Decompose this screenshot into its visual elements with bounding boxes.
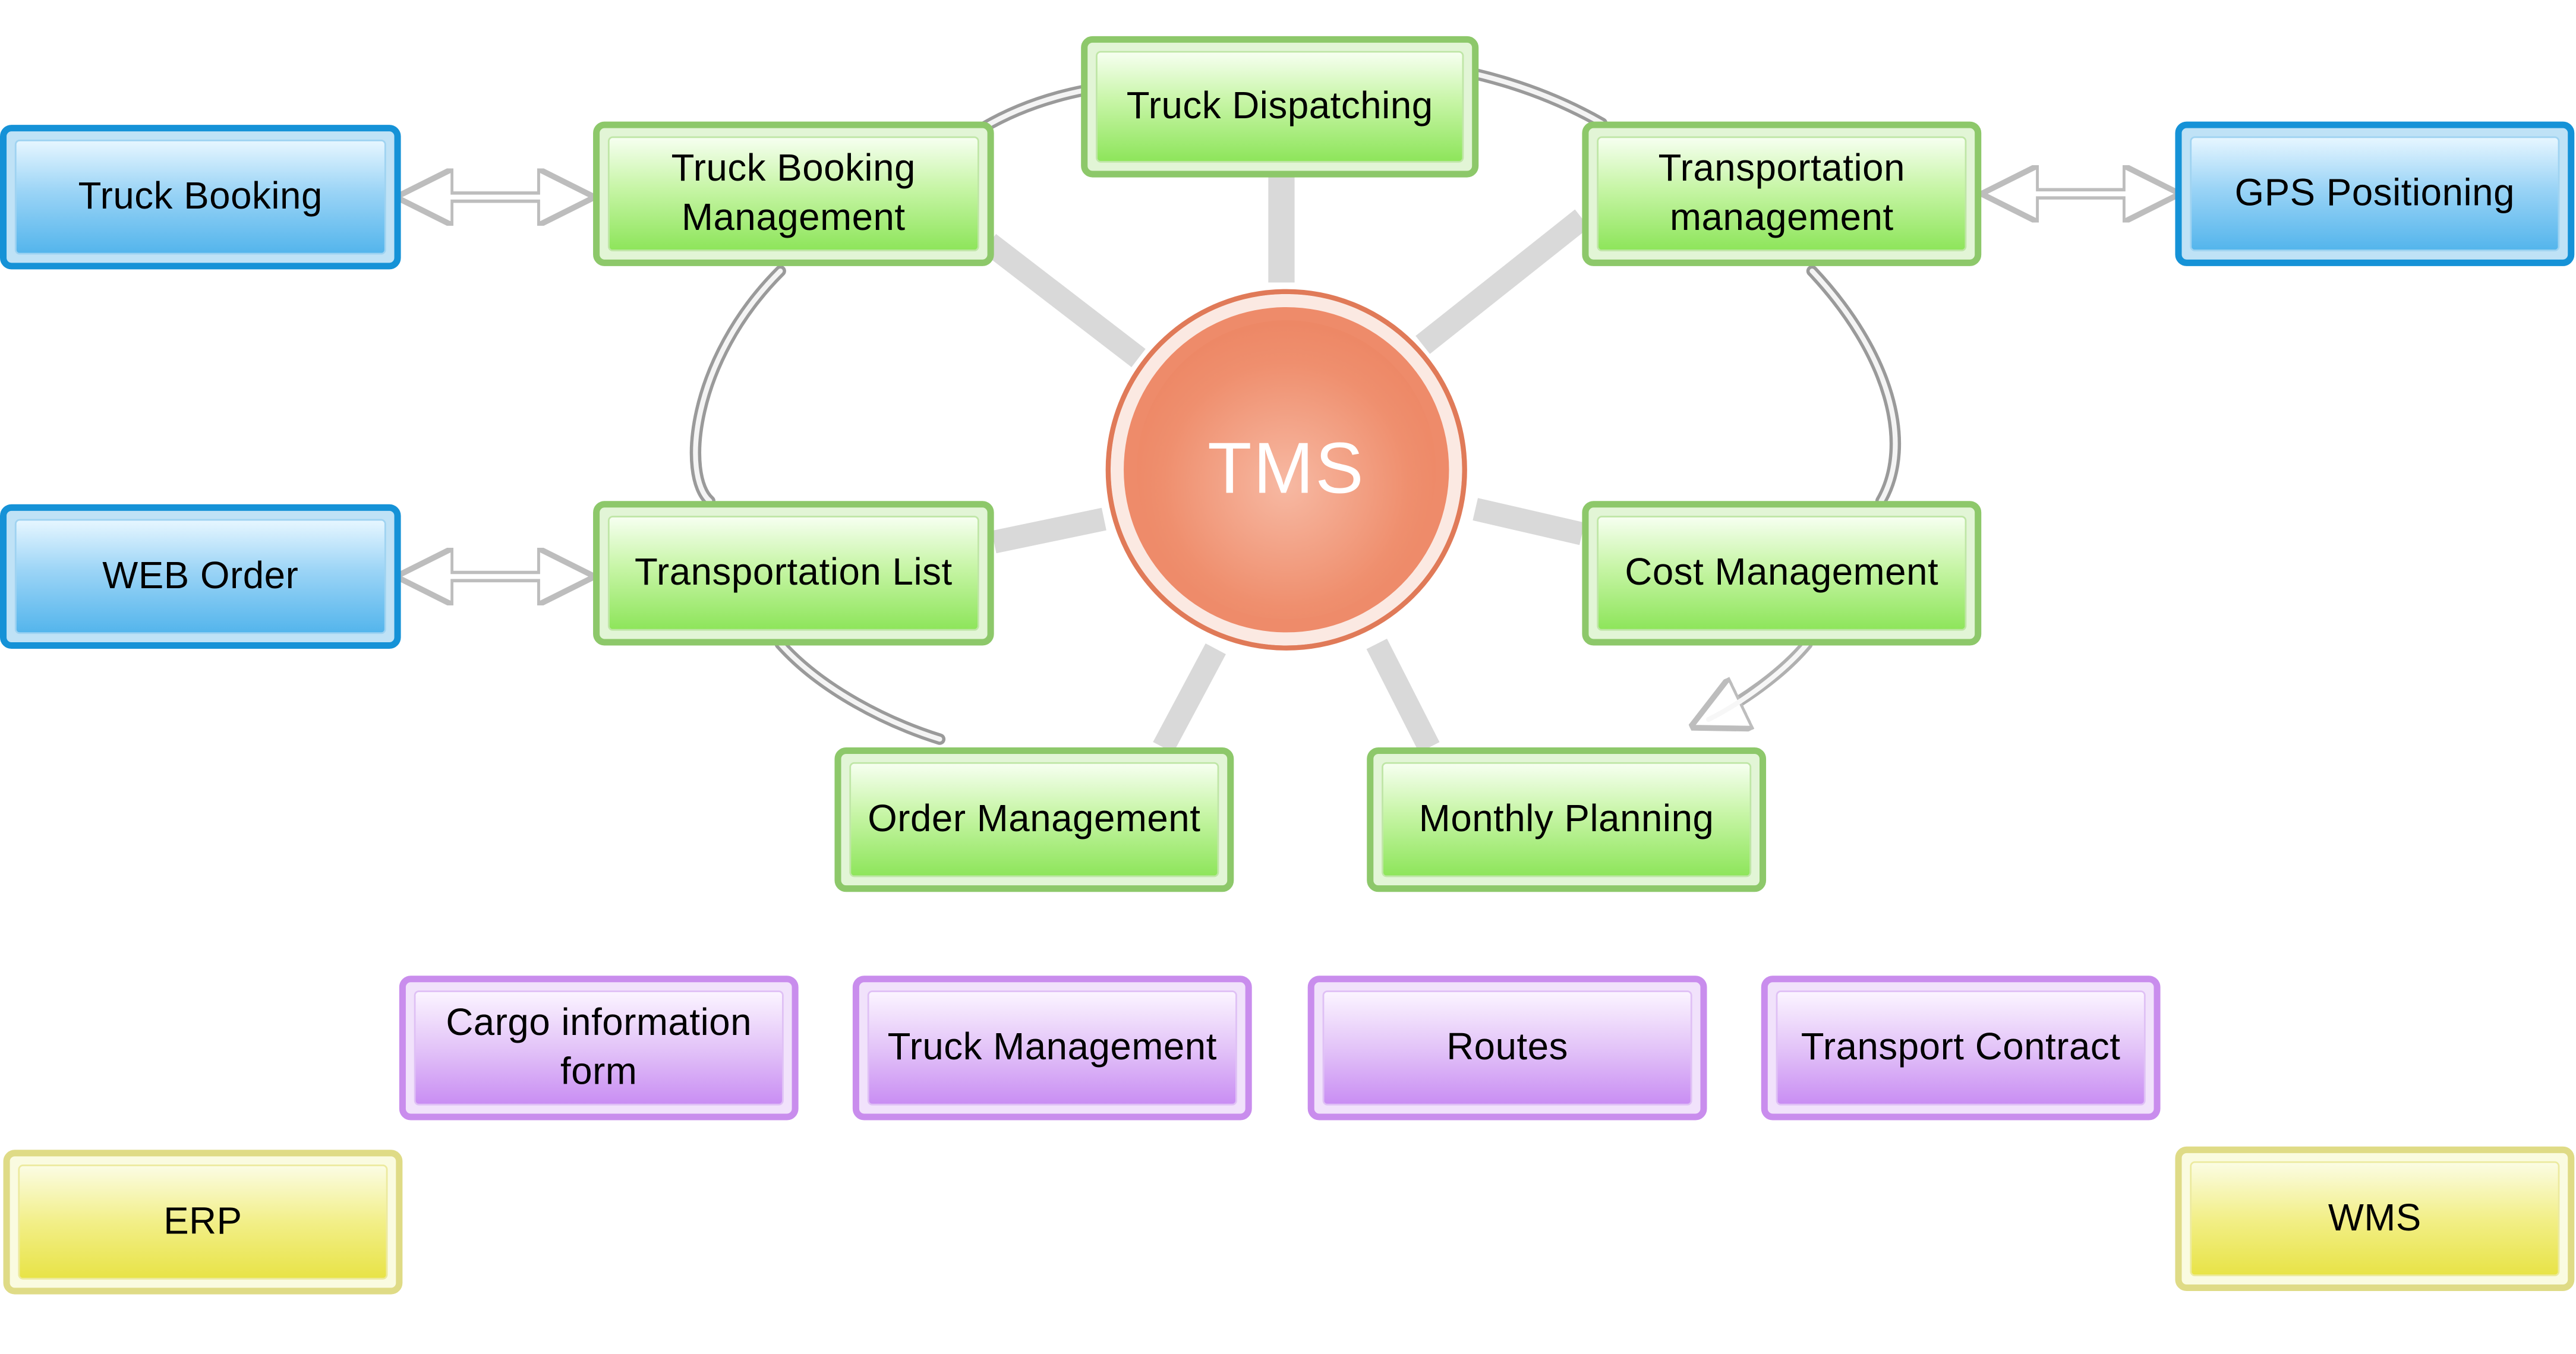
spoke-monthly-planning <box>1366 638 1440 753</box>
module-label: Transportation List <box>607 516 979 631</box>
tms-hub-core: TMS <box>1137 320 1436 620</box>
module-order-management: Order Management <box>834 747 1234 892</box>
external-label: Truck Booking <box>14 139 386 255</box>
module-truck-dispatching: Truck Dispatching <box>1081 36 1479 178</box>
base-data-label: Transport Contract <box>1776 990 2146 1106</box>
module-cost-management: Cost Management <box>1582 501 1982 646</box>
base-data-transport-contract: Transport Contract <box>1761 976 2161 1121</box>
integration-wms: WMS <box>2175 1146 2575 1292</box>
base-data-truck-management: Truck Management <box>852 976 1252 1121</box>
module-label: Monthly Planning <box>1382 762 1752 878</box>
module-label: Truck Dispatching <box>1096 51 1464 163</box>
base-data-routes: Routes <box>1307 976 1707 1121</box>
external-label: GPS Positioning <box>2190 136 2560 251</box>
base-data-label: Truck Management <box>867 990 1237 1106</box>
spoke-truck-booking-management <box>982 233 1146 368</box>
module-transportation-list: Transportation List <box>593 501 994 646</box>
ring-arc-left-highlight <box>693 269 783 504</box>
ring-arc-top-right-highlight <box>1473 71 1604 126</box>
outer-ring <box>689 68 1902 745</box>
integration-label: WMS <box>2190 1161 2560 1277</box>
module-label: Cost Management <box>1597 516 1967 631</box>
ring-arc-right-highlight <box>1809 269 1898 504</box>
tms-hub: TMS <box>1105 289 1467 651</box>
tms-hub-label: TMS <box>1207 428 1366 510</box>
ring-arc-bottom-right-highlight <box>1706 641 1810 722</box>
ring-arc-bottom-right <box>1700 638 1813 723</box>
ring-arc-bottom-left <box>774 638 946 745</box>
ring-arc-top-left-highlight <box>980 87 1087 131</box>
exchange-arrows <box>408 194 2169 576</box>
base-data-label: Routes <box>1322 990 1692 1106</box>
integration-erp: ERP <box>3 1150 403 1295</box>
integration-label: ERP <box>18 1164 388 1280</box>
external-label: WEB Order <box>14 519 386 635</box>
spoke-transportation-management <box>1415 209 1590 354</box>
external-gps-positioning: GPS Positioning <box>2175 121 2575 266</box>
spokes <box>982 174 1590 753</box>
spoke-order-management <box>1153 643 1226 753</box>
spoke-transportation-list <box>991 507 1106 554</box>
ring-arc-bottom-left-highlight <box>778 641 942 742</box>
external-web-order: WEB Order <box>0 504 401 649</box>
module-monthly-planning: Monthly Planning <box>1367 747 1767 892</box>
spoke-cost-management <box>1473 498 1585 545</box>
external-truck-booking: Truck Booking <box>0 125 401 270</box>
module-label: Order Management <box>849 762 1219 878</box>
